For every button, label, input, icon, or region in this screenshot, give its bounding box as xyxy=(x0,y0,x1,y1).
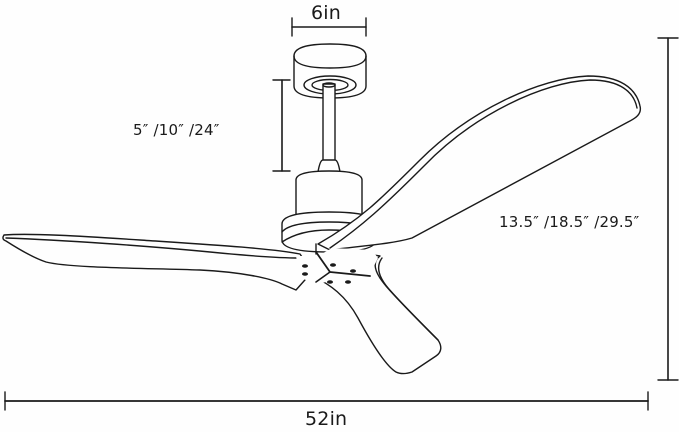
overall-height-dimension xyxy=(657,37,679,381)
downrod-length-label: 5″ /10″ /24″ xyxy=(133,121,220,139)
downrod xyxy=(317,82,341,173)
canopy xyxy=(293,43,367,99)
overall-height-label: 13.5″ /18.5″ /29.5″ xyxy=(499,213,640,231)
canopy-width-dimension xyxy=(291,17,367,37)
blade-left xyxy=(2,233,313,291)
canopy-width-label: 6in xyxy=(311,2,342,24)
hub-screws xyxy=(302,263,356,284)
blade-span-dimension xyxy=(4,391,649,411)
blade-lower xyxy=(311,249,442,375)
blade-upper-right xyxy=(317,75,642,251)
downrod-length-dimension xyxy=(272,79,291,172)
blade-span-label: 52in xyxy=(305,408,348,430)
hub xyxy=(296,243,378,284)
